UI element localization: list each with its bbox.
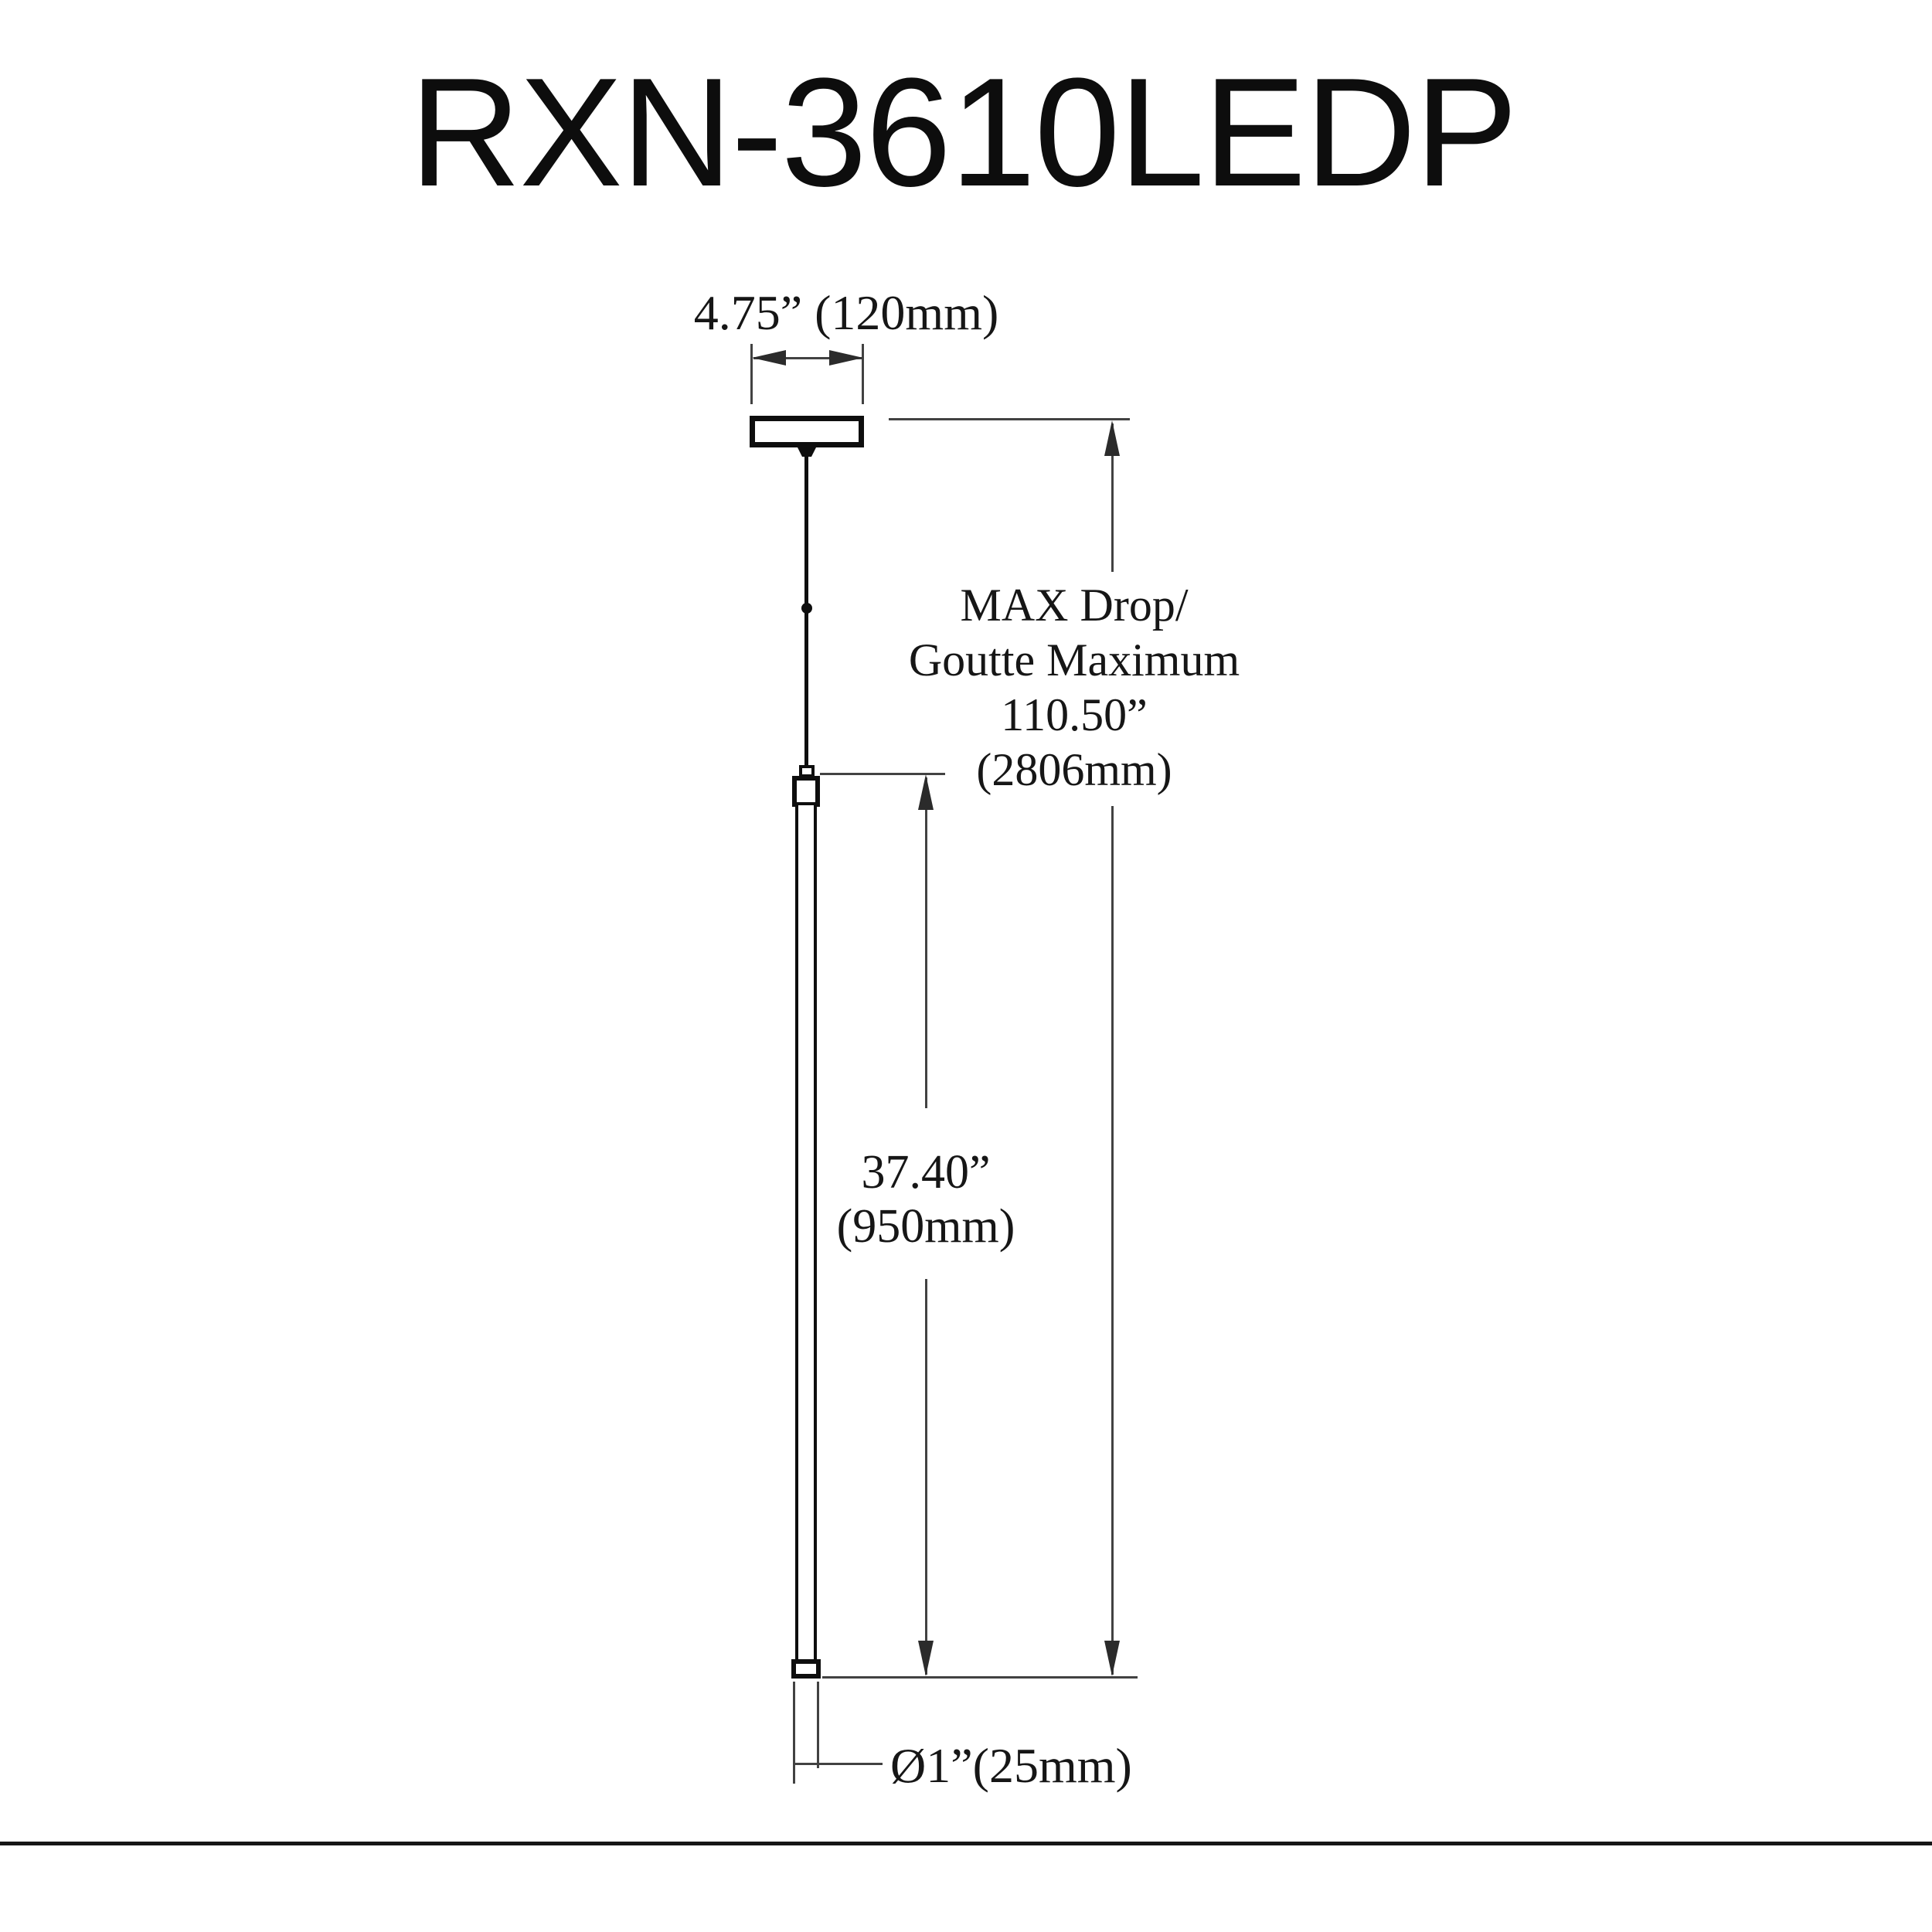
diameter-leader-line (793, 1763, 883, 1765)
fixture-height-label-line2: (950mm) (836, 1200, 1015, 1253)
fixture-height-dimension-line-lower (925, 1279, 927, 1675)
cable-connector-dot (801, 603, 812, 614)
diameter-extension-line-right (817, 1682, 819, 1768)
arrowhead-up-icon (918, 774, 934, 810)
diameter-label: Ø1”(25mm) (890, 1738, 1132, 1793)
fixture-height-top-reference-line (820, 773, 945, 775)
diameter-extension-line-left (793, 1682, 795, 1784)
canopy-width-dimension-line (753, 357, 862, 359)
max-drop-label-line2: Goutte Maximum (908, 634, 1240, 685)
arrowhead-down-icon (1104, 1641, 1120, 1676)
canopy-width-extension-line-right (862, 344, 864, 404)
max-drop-label: MAX Drop/ Goutte Maximum 110.50” (2806mm… (881, 578, 1267, 798)
fixture-height-dimension-line-upper (925, 777, 927, 1108)
bottom-reference-line (822, 1676, 1138, 1679)
product-title: RXN-3610LEDP (409, 46, 1518, 219)
max-drop-dimension-line-lower (1111, 806, 1114, 1675)
max-drop-label-line3: 110.50” (1001, 689, 1148, 740)
rod-bottom-cap (791, 1659, 821, 1679)
canopy-width-extension-line-left (750, 344, 753, 404)
max-drop-dimension-line-upper (1111, 423, 1114, 572)
arrowhead-up-icon (1104, 420, 1120, 456)
arrowhead-down-icon (918, 1641, 934, 1676)
footer-rule (0, 1842, 1932, 1845)
max-drop-label-line1: MAX Drop/ (960, 580, 1189, 631)
ceiling-canopy (750, 416, 864, 447)
fixture-height-label-line1: 37.40” (861, 1146, 991, 1199)
rod-top-connector (792, 776, 820, 807)
max-drop-label-line4: (2806mm) (976, 744, 1172, 795)
canopy-width-dimension-label: 4.75” (120mm) (693, 285, 999, 340)
arrowhead-left-icon (752, 350, 786, 366)
canopy-cable-gland (797, 446, 817, 457)
arrowhead-right-icon (829, 350, 863, 366)
pendant-rod (795, 805, 817, 1660)
fixture-height-label: 37.40” (950mm) (733, 1145, 1119, 1253)
max-drop-top-reference-line (889, 418, 1130, 420)
